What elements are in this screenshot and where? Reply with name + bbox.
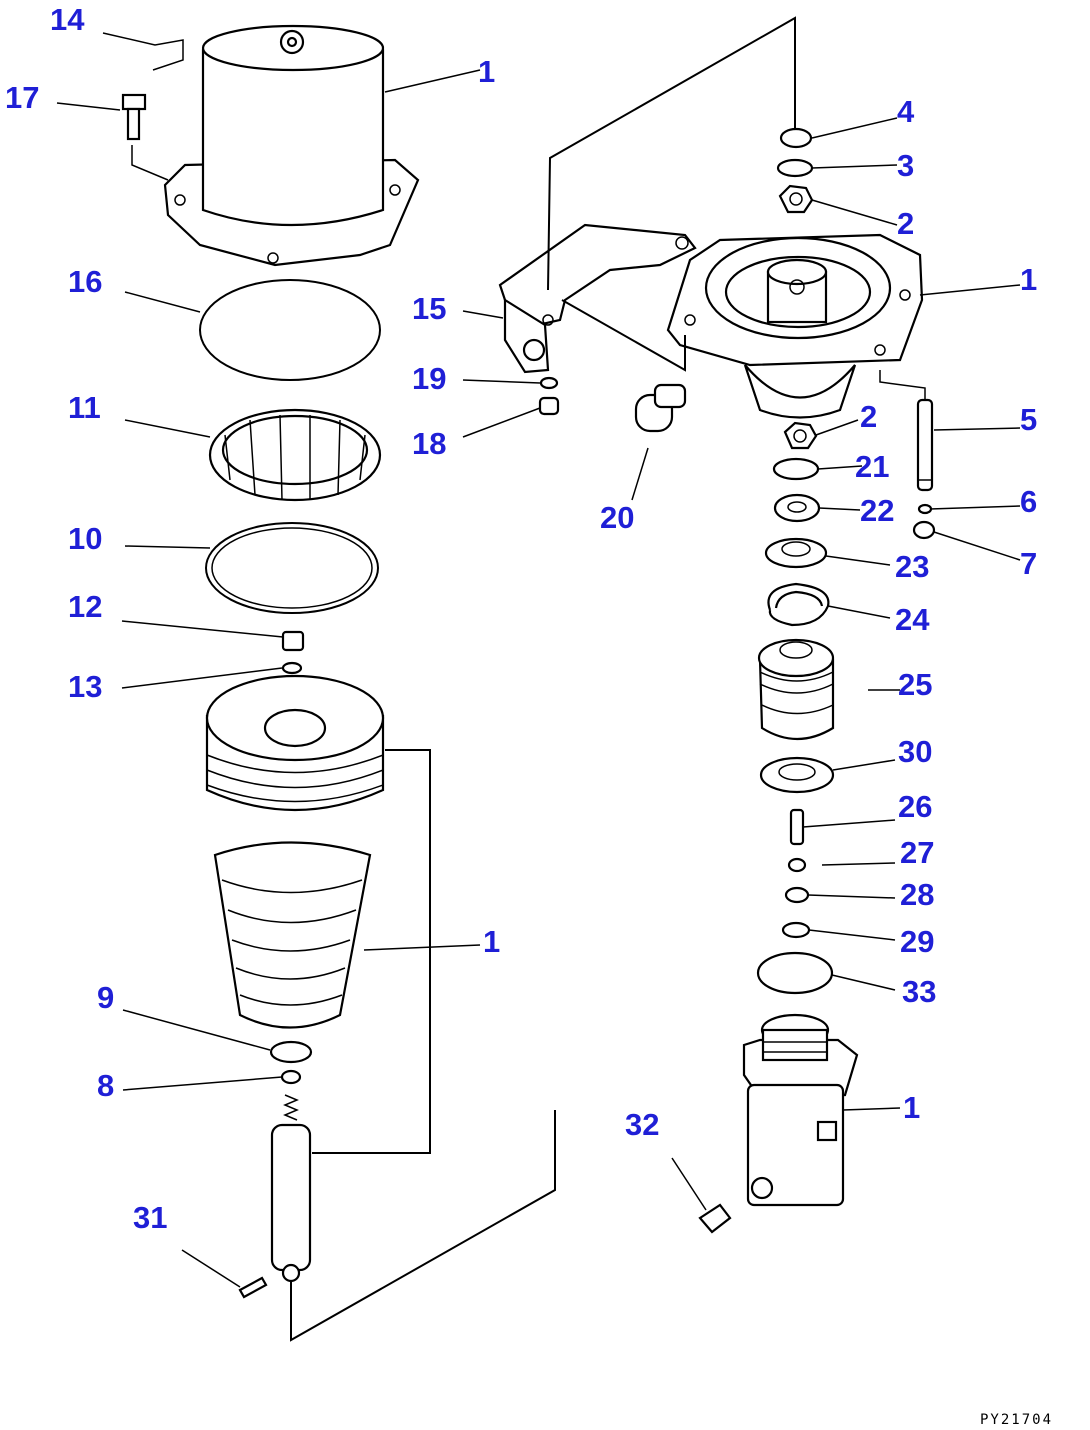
callout-12: 12	[68, 589, 102, 624]
washer-13-part	[281, 661, 303, 675]
drawing-code: PY21704	[980, 1412, 1053, 1428]
callout-31: 31	[133, 1200, 167, 1235]
callout-1-bellows: 1	[483, 924, 500, 959]
callout-1-valve-body: 1	[1020, 262, 1037, 297]
ring-11-part	[208, 408, 382, 502]
callout-29: 29	[900, 924, 934, 959]
diaphragm-housing-part	[205, 674, 385, 812]
group-bracket-top	[547, 16, 796, 291]
o-ring-10-part	[205, 522, 379, 614]
nut-18-part	[538, 396, 560, 416]
washer-28-part	[784, 886, 810, 904]
washer-7-part	[912, 520, 936, 540]
callout-8: 8	[97, 1068, 114, 1103]
callout-5: 5	[1020, 402, 1037, 437]
callout-30: 30	[898, 734, 932, 769]
callout-2-lower: 2	[860, 399, 877, 434]
seat-23-part	[764, 537, 828, 569]
o-ring-8-part	[280, 1069, 302, 1085]
screw-26-part	[789, 808, 805, 846]
callout-15: 15	[412, 291, 446, 326]
packing-30-part	[759, 756, 835, 794]
rod-part	[270, 1094, 312, 1283]
washer-4-part	[779, 127, 813, 149]
callout-33: 33	[902, 974, 936, 1009]
callout-1-cylinder: 1	[903, 1090, 920, 1125]
callout-26: 26	[898, 789, 932, 824]
plug-32-part	[698, 1203, 732, 1234]
callout-23: 23	[895, 549, 929, 584]
callout-1-upper-cover: 1	[478, 54, 495, 89]
nut-12-part	[281, 630, 305, 652]
callout-24: 24	[895, 602, 930, 637]
leader-lines	[56, 32, 1021, 1288]
plate-33-part	[756, 951, 834, 995]
callout-11: 11	[68, 390, 101, 425]
ring-3-part	[776, 158, 814, 178]
callout-32: 32	[625, 1107, 659, 1142]
callout-27: 27	[900, 835, 934, 870]
callout-labels: 14 17 1 16 11 10 12 13 1 9 8 31 15 19 18…	[5, 2, 1037, 1235]
switch-20-part	[634, 383, 687, 433]
bellows-part	[213, 841, 372, 1029]
callout-17: 17	[5, 80, 39, 115]
callout-16: 16	[68, 264, 102, 299]
group-bracket-left	[312, 749, 431, 1154]
nut-2-lower-part	[783, 421, 818, 450]
callout-22: 22	[860, 493, 894, 528]
group-bracket-bottom	[290, 1110, 556, 1342]
snap-ring-24-part	[767, 582, 830, 627]
bolt-5-part	[879, 370, 934, 492]
gasket-16-part	[199, 279, 381, 381]
ring-21-part	[772, 457, 820, 481]
valve-body-part	[666, 233, 924, 419]
piston-25-part	[757, 638, 835, 740]
callout-7: 7	[1020, 546, 1037, 581]
callout-25: 25	[898, 667, 932, 702]
callout-9: 9	[97, 980, 114, 1015]
spring-27-part	[787, 857, 807, 873]
cylinder-body-part	[742, 1013, 859, 1207]
valve-22-part	[773, 493, 821, 523]
callout-10: 10	[68, 521, 102, 556]
washer-19-part	[539, 376, 559, 390]
bracket-15-part	[498, 223, 697, 374]
callout-28: 28	[900, 877, 934, 912]
callout-6: 6	[1020, 484, 1037, 519]
callout-18: 18	[412, 426, 446, 461]
washer-9-part	[269, 1040, 313, 1064]
callout-14: 14	[50, 2, 85, 37]
callout-3: 3	[897, 148, 914, 183]
upper-cover-part	[163, 24, 420, 267]
nut-2-top-part	[778, 184, 814, 214]
callout-19: 19	[412, 361, 446, 396]
callout-2-top: 2	[897, 206, 914, 241]
pin-31-part	[238, 1276, 268, 1299]
group-bracket-switch	[561, 299, 686, 372]
callout-13: 13	[68, 669, 102, 704]
callout-4: 4	[897, 94, 915, 129]
washer-29-part	[781, 921, 811, 939]
callout-20: 20	[600, 500, 634, 535]
callout-21: 21	[855, 449, 889, 484]
bolt-17-part	[121, 93, 169, 181]
o-ring-6-part	[917, 503, 933, 515]
